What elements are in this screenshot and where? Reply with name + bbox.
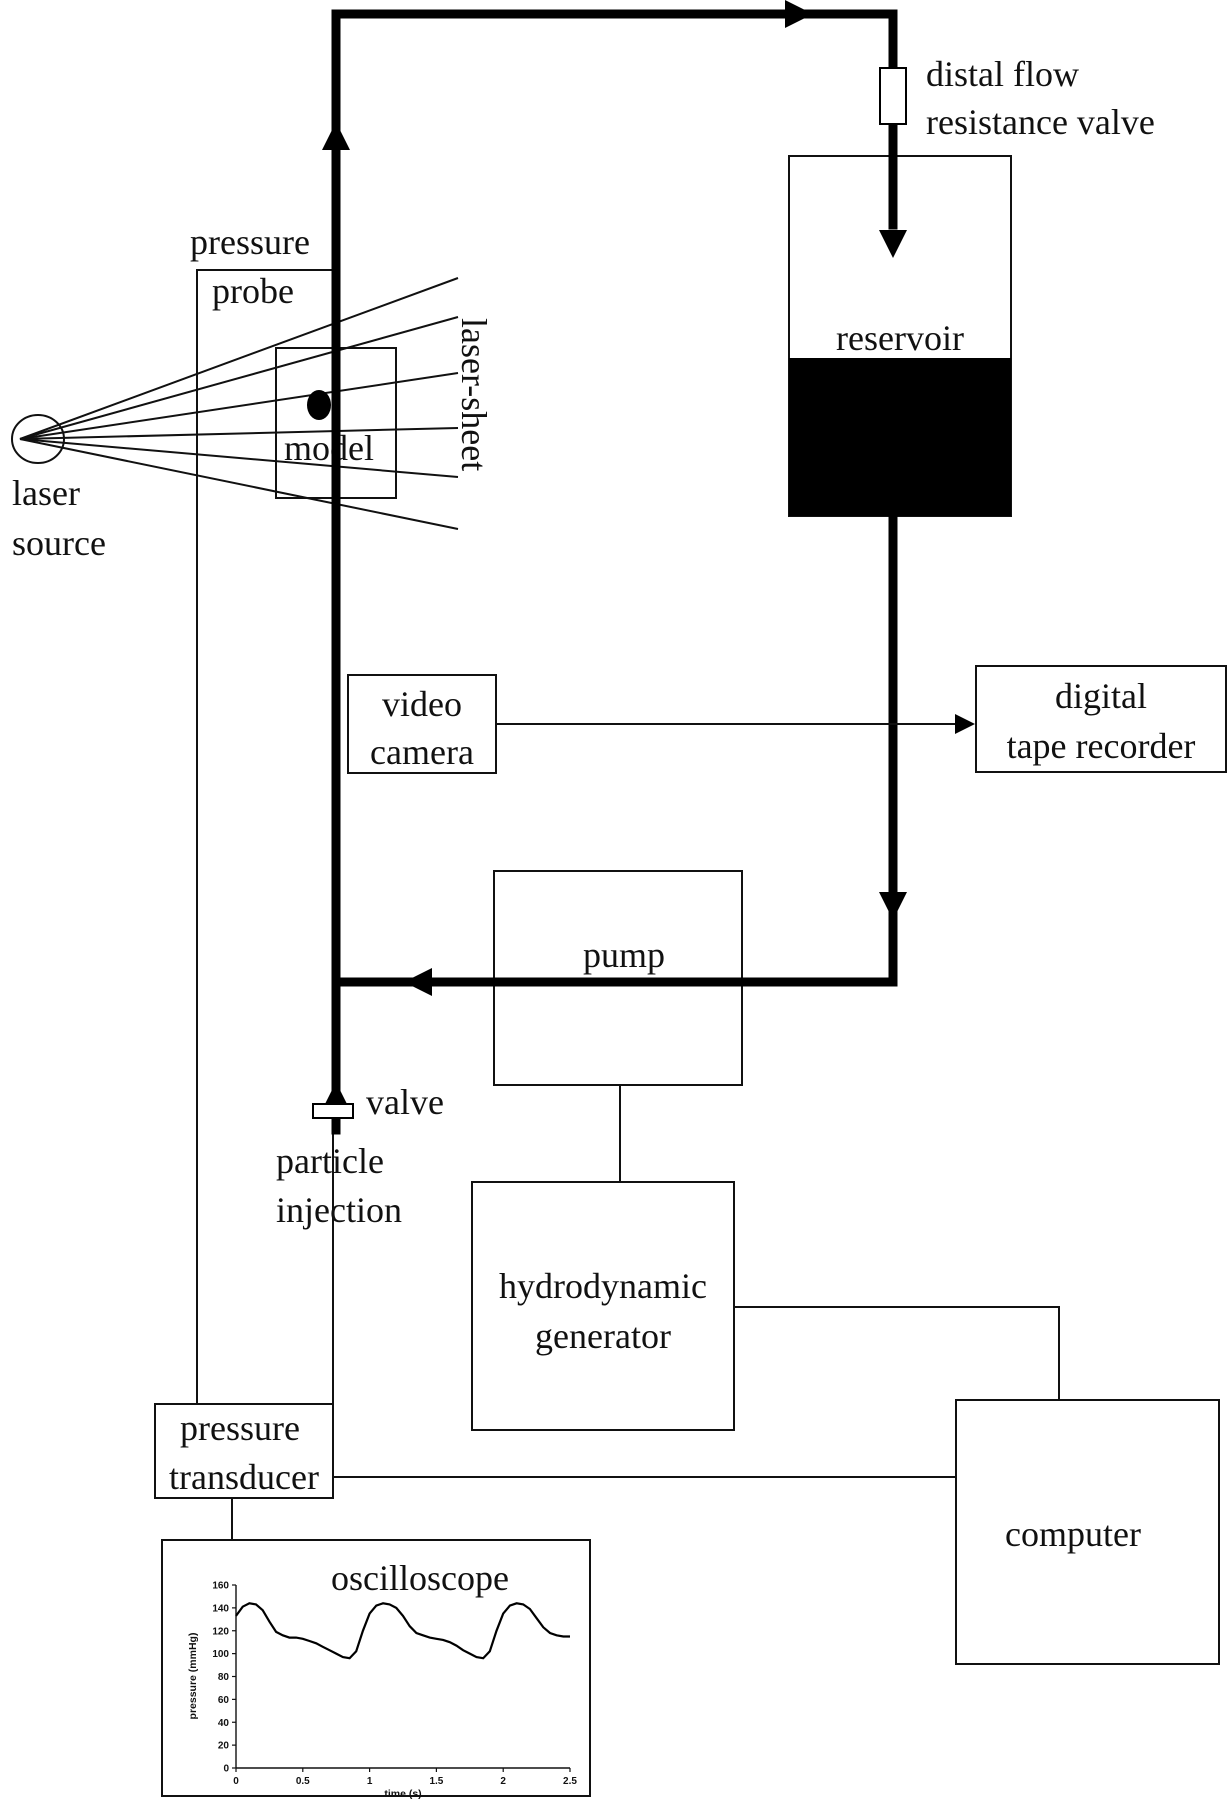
video-camera-label-1: video	[382, 684, 462, 724]
laser-sheet-rays	[19, 277, 459, 530]
laser-source-lens	[11, 414, 65, 464]
injection-valve-symbol	[312, 1103, 354, 1119]
particle-injection-label-1: particle	[276, 1141, 384, 1181]
reservoir-fluid	[789, 358, 1011, 516]
hydrodynamic-generator-box	[471, 1181, 735, 1431]
x-tick-label: 0.5	[296, 1776, 310, 1787]
computer-label: computer	[1005, 1514, 1141, 1554]
flow-arrow-right-top	[785, 0, 813, 28]
computer-box	[955, 1399, 1220, 1665]
reservoir-label: reservoir	[836, 318, 964, 358]
particle-injection-label-2: injection	[276, 1190, 402, 1230]
hydrodynamic-label-1: hydrodynamic	[499, 1266, 707, 1306]
x-axis-title: time (s)	[384, 1788, 421, 1800]
digital-tape-recorder-box	[975, 665, 1227, 773]
distal-valve-label-2: resistance valve	[926, 102, 1155, 142]
y-tick-label: 80	[218, 1672, 230, 1683]
pressure-probe-label-1: pressure	[190, 222, 310, 262]
flow-arrow-up-upper	[322, 122, 350, 150]
laser-sheet-label: laser-sheet	[454, 318, 494, 471]
flow-arrow-down-right	[879, 892, 907, 920]
y-tick-label: 20	[218, 1741, 230, 1752]
y-tick-label: 100	[212, 1649, 229, 1660]
x-tick-label: 0	[233, 1776, 239, 1787]
generator-to-computer-connector	[734, 1306, 1060, 1400]
oscilloscope-box	[161, 1539, 591, 1797]
pressure-transducer-label-2: transducer	[169, 1457, 319, 1497]
pressure-transducer-box	[154, 1403, 334, 1499]
y-tick-label: 40	[218, 1718, 230, 1729]
recorder-arrow-icon	[955, 714, 975, 734]
valve-label: valve	[366, 1082, 444, 1122]
flow-arrow-down-reservoir	[879, 230, 907, 258]
pressure-transducer-label-1: pressure	[180, 1408, 300, 1448]
hydrodynamic-label-2: generator	[535, 1316, 671, 1356]
digital-tape-label-2: tape recorder	[1007, 726, 1196, 766]
y-tick-label: 160	[212, 1581, 229, 1592]
distal-valve-symbol	[879, 67, 907, 125]
pressure-probe-label-2: probe	[212, 271, 294, 311]
y-tick-label: 0	[223, 1764, 229, 1775]
pump-label: pump	[583, 935, 665, 975]
oscilloscope-label: oscilloscope	[331, 1558, 509, 1598]
x-tick-label: 2.5	[563, 1776, 577, 1787]
y-tick-label: 140	[212, 1603, 229, 1614]
flow-arrow-left-pump	[404, 968, 432, 996]
model-dot	[307, 390, 331, 420]
y-axis-title: pressure (mmHg)	[187, 1633, 199, 1720]
digital-tape-label-1: digital	[1055, 676, 1147, 716]
distal-valve-label-1: distal flow	[926, 54, 1079, 94]
pressure-series-line	[235, 1602, 570, 1660]
x-tick-label: 1.5	[429, 1776, 443, 1787]
video-camera-label-2: camera	[370, 732, 474, 772]
x-tick-label: 1	[367, 1776, 373, 1787]
y-tick-label: 120	[212, 1626, 229, 1637]
x-tick-label: 2	[500, 1776, 506, 1787]
pressure-waveform-chart: pressure (mmHg) time (s) 020406080100120…	[187, 1581, 577, 1800]
model-label: model	[284, 428, 374, 468]
y-tick-label: 60	[218, 1695, 230, 1706]
laser-source-label-1: laser	[12, 473, 80, 513]
laser-source-label-2: source	[12, 523, 106, 563]
